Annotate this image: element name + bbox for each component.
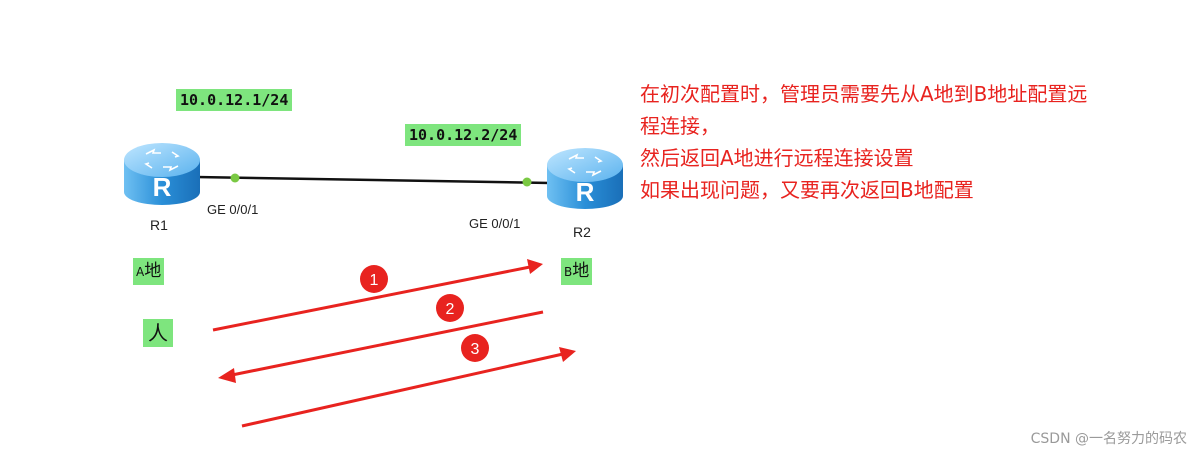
note-line-1: 在初次配置时，管理员需要先从A地到B地址配置远 bbox=[640, 82, 1088, 106]
port-label-r1: GE 0/0/1 bbox=[207, 202, 259, 217]
ip-label-r1: 10.0.12.1/24 bbox=[176, 89, 293, 111]
arrow-2 bbox=[218, 310, 544, 383]
router-name-r1: R1 bbox=[150, 217, 168, 233]
place-letter-a: A bbox=[136, 265, 145, 279]
note-line-3: 然后返回A地进行远程连接设置 bbox=[640, 146, 914, 170]
arrow-1 bbox=[212, 259, 543, 332]
svg-text:1: 1 bbox=[370, 272, 379, 289]
step-badge-3: 3 bbox=[461, 334, 489, 362]
router-name-r2: R2 bbox=[573, 224, 591, 240]
ip-label-r2: 10.0.12.2/24 bbox=[405, 124, 522, 146]
place-label-a: A地 bbox=[133, 258, 165, 285]
step-badge-2: 2 bbox=[436, 294, 464, 322]
port-label-r2: GE 0/0/1 bbox=[469, 216, 521, 231]
explanation-note: 在初次配置时，管理员需要先从A地到B地址配置远 程连接， 然后返回A地进行远程连… bbox=[640, 78, 1200, 206]
link-port-dot-r2 bbox=[522, 177, 532, 187]
svg-text:2: 2 bbox=[446, 301, 455, 318]
router-r1-icon: R bbox=[124, 143, 200, 205]
place-char-b: 地 bbox=[572, 261, 590, 281]
svg-text:R: R bbox=[153, 172, 172, 202]
place-char-a: 地 bbox=[144, 261, 162, 281]
step-badge-1: 1 bbox=[360, 265, 388, 293]
note-line-2: 程连接， bbox=[640, 114, 720, 138]
link-port-dot-r1 bbox=[230, 173, 240, 183]
link-line bbox=[195, 175, 551, 185]
place-letter-b: B bbox=[564, 265, 573, 279]
router-r2-icon: R bbox=[547, 148, 623, 209]
place-label-b: B地 bbox=[561, 258, 593, 285]
svg-text:3: 3 bbox=[471, 341, 480, 358]
person-label: 人 bbox=[143, 319, 173, 347]
svg-text:R: R bbox=[576, 177, 595, 207]
note-line-4: 如果出现问题，又要再次返回B地配置 bbox=[640, 178, 974, 202]
watermark: CSDN @一名努力的码农 bbox=[1030, 431, 1187, 447]
arrow-3 bbox=[241, 347, 576, 428]
